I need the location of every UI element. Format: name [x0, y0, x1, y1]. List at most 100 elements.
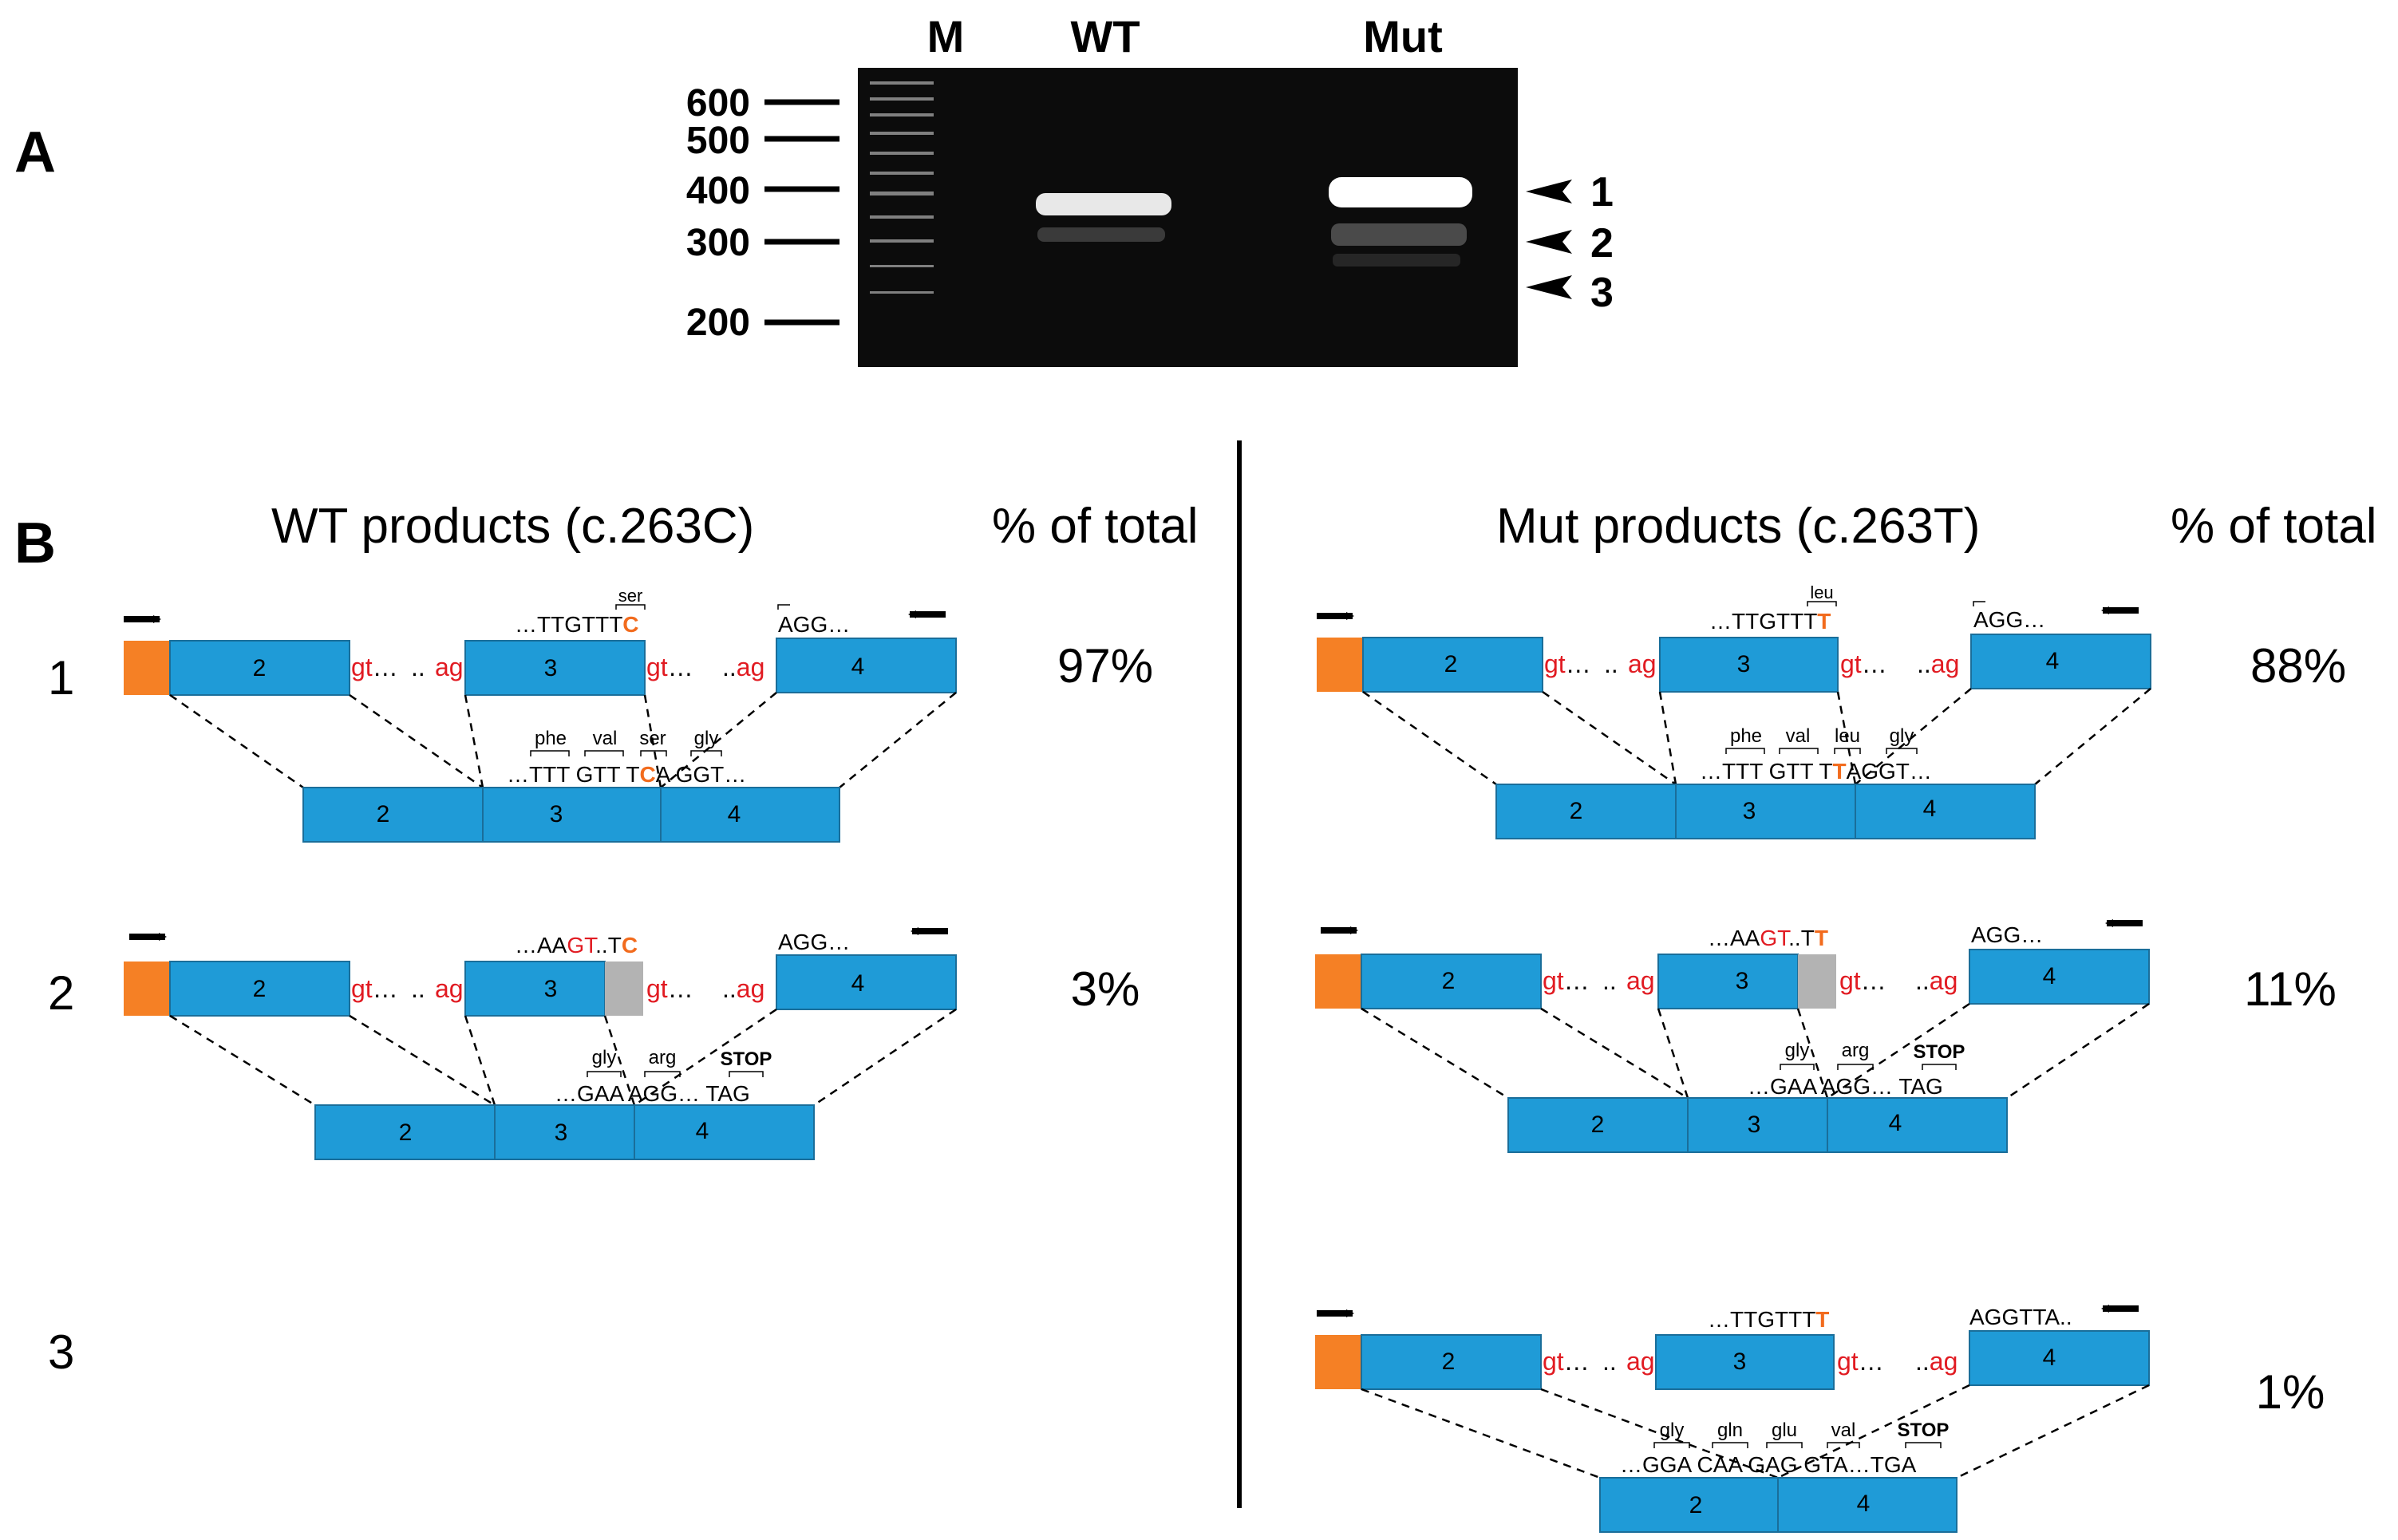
mrna-exon-3-label: 3	[550, 801, 563, 827]
exon-4	[776, 638, 957, 693]
aa-phe: phe	[535, 728, 567, 749]
codon-label: ser	[618, 586, 643, 606]
mrna-exon-2-label: 2	[1591, 1112, 1605, 1138]
mrna-exon-2-label: 2	[399, 1119, 413, 1146]
mrna-exon-4	[1855, 784, 2036, 839]
junction-seq: …GAA AGG… TAG	[555, 1081, 750, 1106]
splice-gt: gt…	[351, 653, 398, 681]
mrna-exon-3-label: 3	[555, 1119, 568, 1146]
utr-box	[1315, 1335, 1361, 1389]
exon-4-label: 4	[851, 654, 865, 680]
splice-dots: ..	[1604, 650, 1618, 678]
splice-gt: gt…	[1543, 1347, 1590, 1376]
exon-4	[1969, 1330, 2150, 1386]
gel-image	[858, 68, 1518, 367]
mrna-exon-4	[1777, 1477, 1958, 1533]
arrowhead-3-icon	[1526, 275, 1572, 299]
band-label-1: 1	[1590, 169, 1614, 215]
exon3-end-seq: …AAGT..TT	[1708, 926, 1828, 950]
exon-3	[1659, 637, 1839, 693]
exon3-end-seq: …TTGTTTC	[515, 612, 639, 637]
splice-ag: ..ag	[722, 974, 764, 1003]
exon-3-label: 3	[1737, 651, 1751, 677]
splice-gt: gt…	[351, 974, 398, 1003]
mrna-exon-4-label: 4	[1857, 1491, 1871, 1517]
mrna-exon-2-label: 2	[1570, 798, 1583, 824]
mut-row-1: 2 gt… .. ag 3 gt… ..ag 4 leu …TTGTTTT AG…	[1317, 582, 2346, 839]
aa-val: val	[1786, 725, 1811, 747]
exon-4	[1969, 949, 2150, 1005]
codon-bracket	[1807, 601, 1837, 606]
splice-ag: ag	[435, 653, 464, 681]
mrna-exon-4	[634, 1104, 815, 1160]
mrna-exon-4-label: 4	[728, 801, 741, 827]
splice-dots: ..	[1602, 966, 1617, 995]
splice-gt: gt…	[1840, 650, 1887, 678]
exon-4-label: 4	[2046, 648, 2060, 674]
exon3-end-seq: …AAGT..TC	[515, 933, 638, 958]
mut-pct-header: % of total	[2171, 499, 2376, 554]
mut-row-2: 2 gt… .. ag 3 gt… ..ag 4 …AAGT..TT AGG… …	[1315, 919, 2337, 1153]
exon-2-label: 2	[1442, 968, 1456, 994]
lane-label-wt: WT	[1070, 11, 1140, 61]
lane-label-mut: Mut	[1363, 11, 1443, 61]
exon4-start-seq: AGG…	[778, 612, 850, 637]
wt-row-1: 2 gt… .. ag 3 gt… ..ag 4 ser …TTGTTTC AG…	[124, 586, 1153, 843]
exon4-start-seq: AGG…	[1971, 922, 2043, 947]
exon-2	[1361, 954, 1542, 1009]
ladder-300: 300	[686, 222, 750, 264]
exon-2	[1362, 637, 1543, 693]
splice-gt: gt…	[1544, 650, 1591, 678]
band-label-2: 2	[1590, 220, 1614, 267]
codon-brackets	[1725, 748, 1918, 754]
aa-ser: ser	[639, 728, 666, 749]
codon-bracket	[615, 604, 646, 610]
mrna-exon-4-label: 4	[1889, 1110, 1902, 1136]
splice-gt: gt…	[646, 974, 693, 1003]
splice-dots: ..	[1602, 1347, 1617, 1376]
exon-4-label: 4	[851, 970, 865, 997]
wt-title: WT products (c.263C)	[271, 499, 754, 554]
band-label-3: 3	[1590, 270, 1614, 316]
aa-gly: gly	[694, 728, 719, 749]
mrna-exon-3	[494, 1104, 635, 1160]
row-label-1: 1	[48, 651, 74, 705]
exon-2	[1361, 1334, 1542, 1390]
mrna-exon-2	[302, 787, 484, 843]
aa-stop: STOP	[721, 1048, 772, 1070]
mrna-exon-3-label: 3	[1748, 1112, 1761, 1138]
junction-seq: …GGA CAA GAG GTA…TGA	[1620, 1452, 1917, 1477]
exon-2-label: 2	[1444, 651, 1458, 677]
row-label-2: 2	[48, 966, 74, 1020]
mrna-exon-2	[1599, 1477, 1779, 1533]
aa-val: val	[1831, 1420, 1856, 1441]
codon-bracket	[777, 604, 790, 610]
ladder: 600 500 400 300 200	[686, 82, 839, 344]
panel-b-label: B	[14, 511, 56, 575]
splice-gt: gt…	[646, 653, 693, 681]
aa-gly: gly	[1785, 1040, 1810, 1061]
aa-phe: phe	[1730, 725, 1762, 747]
aa-arg: arg	[649, 1047, 677, 1068]
codon-label: leu	[1810, 582, 1833, 602]
ladder-200: 200	[686, 302, 750, 344]
exon-3-label: 3	[1733, 1348, 1747, 1375]
splice-ag: ag	[1626, 966, 1655, 995]
utr-box	[1317, 638, 1363, 692]
exon-2	[169, 640, 350, 696]
codon-bracket	[1973, 601, 1985, 606]
codon-brackets	[587, 1071, 764, 1077]
aa-gly: gly	[1660, 1420, 1685, 1441]
aa-leu: leu	[1835, 725, 1860, 747]
utr-box	[1315, 954, 1361, 1009]
exon-3-label: 3	[1736, 968, 1749, 994]
exon-4	[1970, 634, 2151, 689]
exon-4-label: 4	[2043, 1345, 2056, 1371]
mut-row-3: 2 gt… .. ag 3 gt… ..ag 4 …TTGTTTT AGGTTA…	[1315, 1305, 2325, 1533]
utr-box	[124, 962, 170, 1016]
mut-title: Mut products (c.263T)	[1496, 499, 1980, 554]
splice-gt: gt…	[1543, 966, 1590, 995]
splice-lines	[169, 1008, 957, 1107]
mrna-exon-4	[660, 787, 840, 843]
